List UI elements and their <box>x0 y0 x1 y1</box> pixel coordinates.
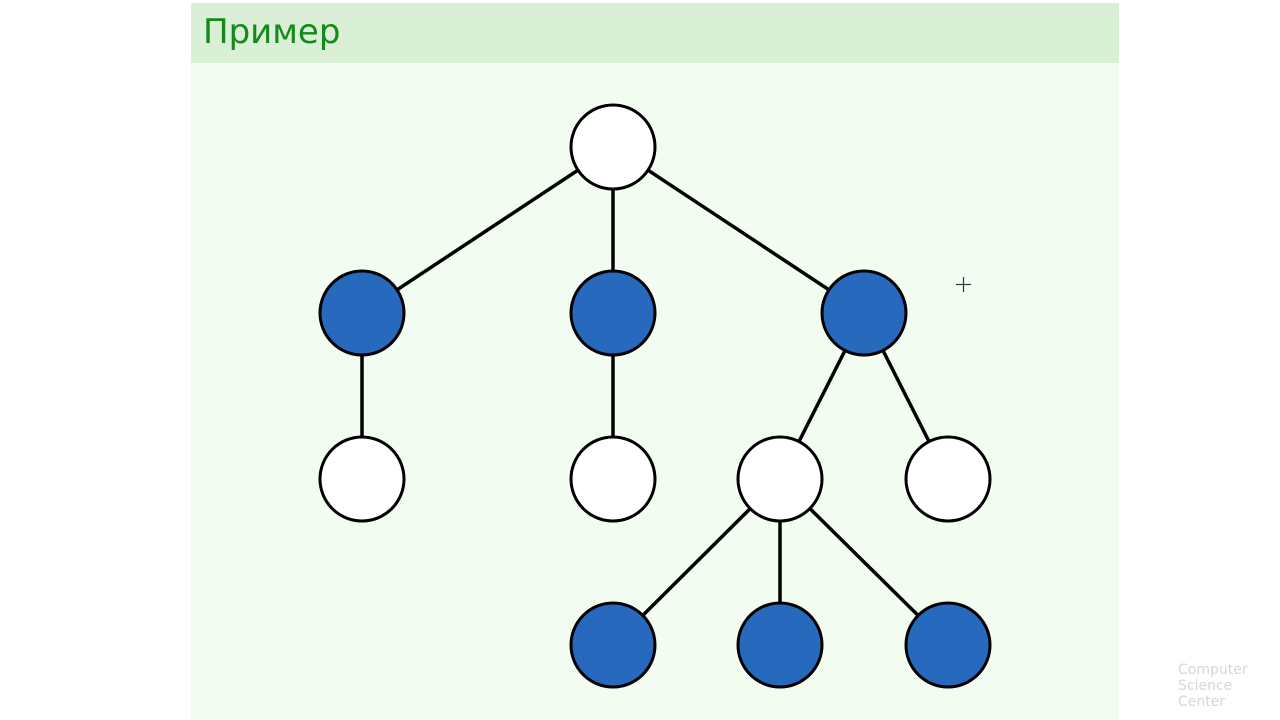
slide-title: Пример <box>203 12 341 52</box>
tree-node-root-empty <box>569 103 657 191</box>
tree-edges <box>360 145 950 647</box>
logo-line-2: Science <box>1178 678 1233 694</box>
tree-node-c2-empty <box>904 435 992 523</box>
slide: Пример <box>191 3 1119 720</box>
logo-line-1: Computer <box>1178 662 1248 678</box>
tree-node-c1b-filled <box>736 601 824 689</box>
logo-line-3: Center <box>1178 694 1226 710</box>
tree-node-a-filled <box>318 269 406 357</box>
crosshair-cursor-icon <box>956 277 971 292</box>
tree-node-a1-empty <box>318 435 406 523</box>
slide-header: Пример <box>191 3 1119 63</box>
tree-node-c1-empty <box>736 435 824 523</box>
computer-science-center-logo: Computer Science Center <box>1178 662 1248 710</box>
tree-node-b-filled <box>569 269 657 357</box>
tree-nodes <box>318 103 992 689</box>
tree-node-b1-empty <box>569 435 657 523</box>
tree-edge-root-a <box>361 145 614 315</box>
tree-edge-root-c <box>612 145 865 315</box>
tree-node-c1c-filled <box>904 601 992 689</box>
tree-node-c1a-filled <box>569 601 657 689</box>
tree-node-c-filled <box>820 269 908 357</box>
